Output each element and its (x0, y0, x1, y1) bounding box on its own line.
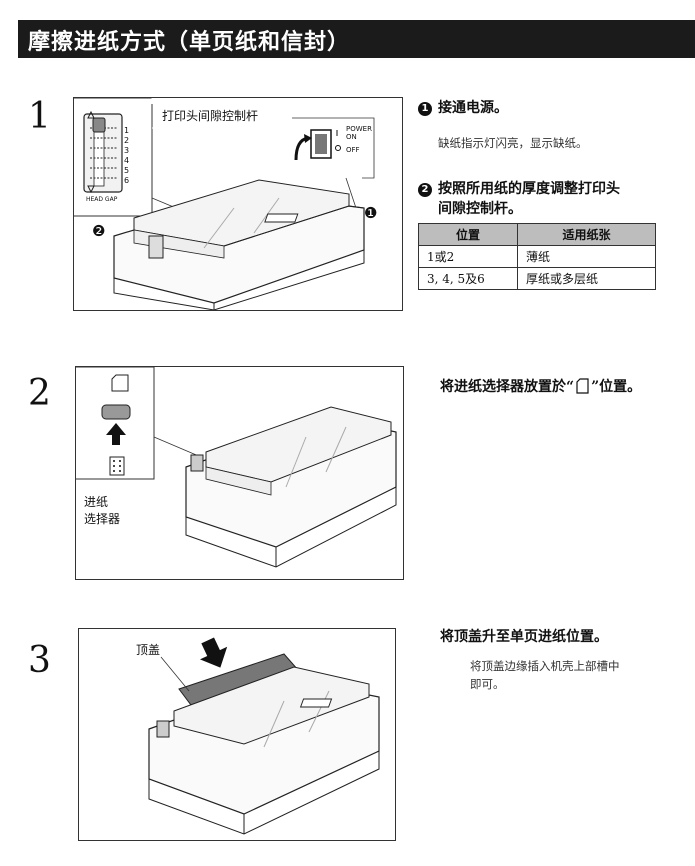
table-row: 3, 4, 5及6 厚纸或多层纸 (418, 267, 656, 290)
table-row: 1或2 薄纸 (418, 245, 656, 268)
step3-printer-drawing (148, 637, 380, 835)
table-cell: 薄纸 (517, 245, 656, 268)
switch-label-power: POWER (346, 125, 372, 133)
step3-illustration: 顶盖 (78, 628, 396, 841)
step1-printer-drawing (74, 98, 375, 310)
gauge-tick: 5 (124, 166, 130, 175)
table-cell: 3, 4, 5及6 (418, 267, 518, 290)
head-gap-lever-label: 打印头间隙控制杆 (162, 109, 259, 123)
step2-heading: 将进纸选择器放置於“ ”位置。 (440, 376, 641, 398)
callout-2: ❷ (92, 222, 106, 240)
step-number: 3 (28, 640, 51, 681)
top-cover-label: 顶盖 (136, 643, 161, 657)
step-number: 1 (28, 96, 51, 137)
gauge-tick: 1 (124, 126, 130, 135)
step2-illustration: 进纸 选择器 (75, 366, 404, 580)
table-cell: 1或2 (418, 245, 518, 268)
head-gap-table: 位置 适用纸张 1或2 薄纸 3, 4, 5及6 厚纸或多层纸 (418, 223, 656, 290)
gauge-tick: 3 (124, 146, 130, 155)
step1-illustration: 打印头间隙控制杆 1 2 3 4 5 6 HEAD GAP POWER ON O… (73, 97, 403, 311)
bullet-1-icon: 1 (418, 102, 432, 116)
single-sheet-icon (576, 378, 589, 398)
table-cell: 厚纸或多层纸 (517, 267, 656, 290)
table-header-cell: 适用纸张 (517, 223, 656, 246)
paper-selector-label-line2: 选择器 (84, 512, 121, 526)
table-header-row: 位置 适用纸张 (418, 223, 656, 246)
switch-label-on: ON (346, 133, 357, 141)
gauge-tick: 4 (124, 156, 130, 165)
bullet-2-icon: 2 (418, 183, 432, 197)
table-header-cell: 位置 (418, 223, 518, 246)
switch-label-off: OFF (346, 146, 360, 154)
step1-item2-heading-cont: 间隙控制杆。 (438, 201, 522, 217)
gauge-tick: 2 (124, 136, 130, 145)
gauge-tick: 6 (124, 176, 130, 185)
step-number: 2 (28, 373, 51, 414)
paper-selector-label-line1: 进纸 (84, 495, 109, 509)
section-title: 摩擦进纸方式（单页纸和信封） (28, 29, 351, 55)
step2-printer-drawing (76, 367, 397, 568)
gauge-head-gap-text: HEAD GAP (86, 196, 118, 203)
step3-body-line1: 将顶盖边缘插入机壳上部槽中 (470, 659, 620, 673)
step1-item1-body: 缺纸指示灯闪亮，显示缺纸。 (438, 136, 588, 150)
section-header: 摩擦进纸方式（单页纸和信封） (18, 20, 695, 58)
callout-1: ❶ (364, 204, 378, 222)
step3-body-line2: 即可。 (470, 677, 505, 691)
step3-heading: 将顶盖升至单页进纸位置。 (440, 629, 608, 645)
